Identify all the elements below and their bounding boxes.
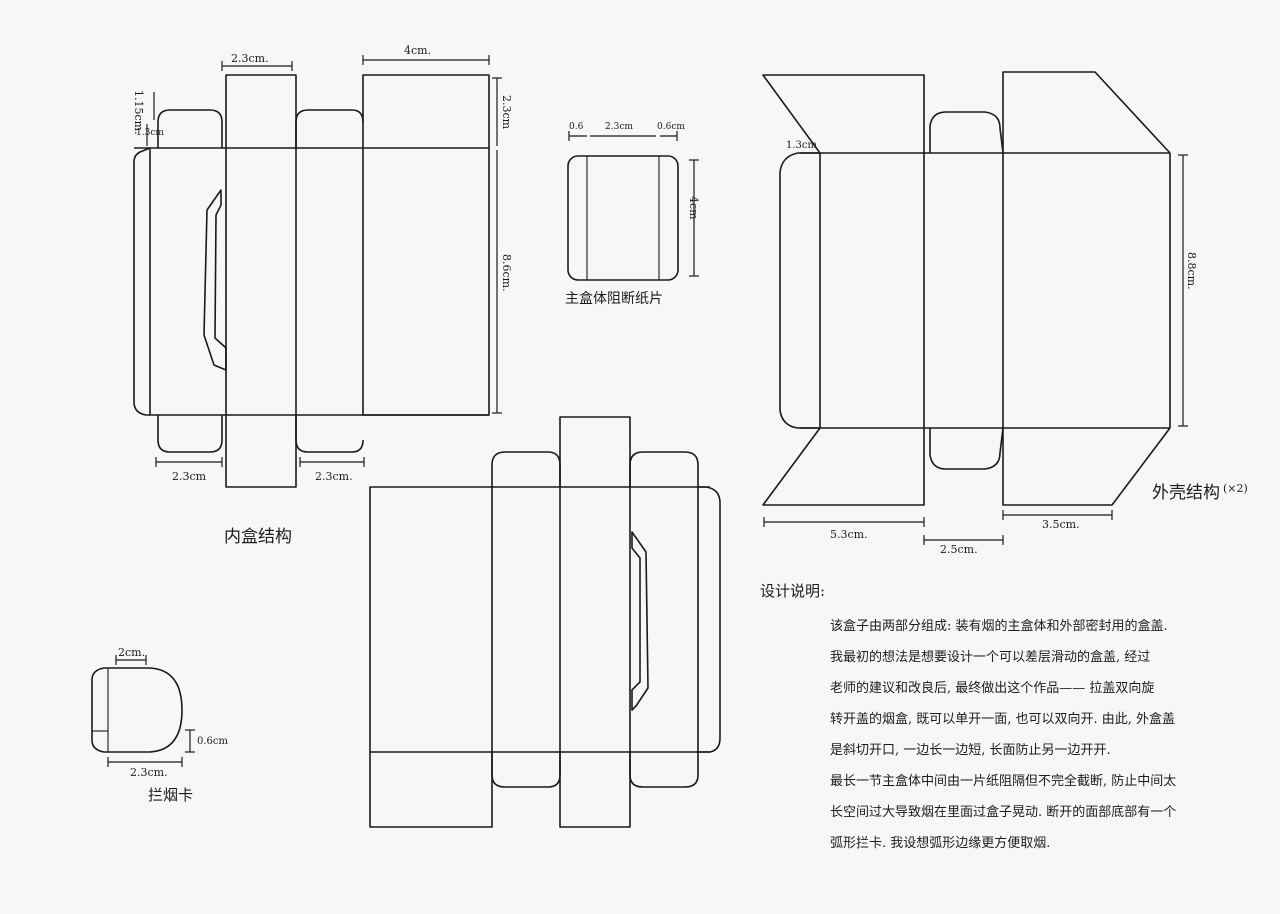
- dim-inner-top-width: 2.3cm.: [231, 52, 269, 65]
- dim-outer-corner: 1.3cm: [786, 140, 817, 151]
- dim-stopper-bottom: 2.3cm.: [130, 766, 168, 779]
- outer-shell-title: 外壳结构: [1152, 483, 1220, 503]
- lower-center-strip: [559, 416, 631, 828]
- notes-body: 该盒子由两部分组成: 装有烟的主盒体和外部密封用的盒盖. 我最初的想法是想要设计一…: [760, 611, 1260, 859]
- notes-line: 弧形拦卡. 我设想弧形边缘更方便取烟.: [830, 836, 1051, 851]
- divider-card: [567, 131, 699, 281]
- dim-divider-left: 0.6: [569, 122, 584, 132]
- dim-inner-main-height: 8.6cm.: [500, 254, 513, 292]
- dim-inner-top-height: 2.3cm: [500, 95, 513, 130]
- outer-shell-dieline: [762, 71, 1188, 545]
- divider-title: 主盒体阻断纸片: [565, 291, 663, 307]
- dim-inner-main-width: 4cm.: [404, 44, 432, 57]
- notes-heading: 设计说明:: [760, 582, 826, 600]
- outer-shell-count: (×2): [1223, 482, 1248, 495]
- dim-inner-left-bottom: 2.3cm: [172, 470, 207, 483]
- lower-main-panel: [369, 486, 493, 828]
- dim-outer-left-width: 5.3cm.: [830, 528, 868, 541]
- stopper-title: 拦烟卡: [148, 786, 194, 804]
- inner-box-dieline: [133, 55, 502, 488]
- design-notes: 设计说明: 该盒子由两部分组成: 装有烟的主盒体和外部密封用的盒盖. 我最初的想法…: [760, 580, 1260, 859]
- inner-center-strip: [225, 74, 297, 488]
- lower-box-dieline: [369, 416, 721, 828]
- dim-stopper-top: 2cm.: [118, 646, 146, 659]
- inner-main-panel: [362, 74, 490, 416]
- lower-curved-card: [631, 531, 649, 711]
- notes-line: 我最初的想法是想要设计一个可以差层滑动的盒盖, 经过: [830, 650, 1151, 665]
- dim-inner-small: 1.3cm: [136, 128, 164, 138]
- dim-divider-mid: 2.3cm: [605, 122, 633, 132]
- dim-outer-right-width: 3.5cm.: [1042, 518, 1080, 531]
- notes-line: 该盒子由两部分组成: 装有烟的主盒体和外部密封用的盒盖.: [830, 619, 1168, 634]
- dim-outer-mid-width: 2.5cm.: [940, 543, 978, 556]
- dim-stopper-side: 0.6cm: [197, 736, 228, 747]
- notes-line: 最长一节主盒体中间由一片纸阻隔但不完全截断, 防止中间太: [830, 774, 1177, 789]
- notes-line: 是斜切开口, 一边长一边短, 长面防止另一边开开.: [830, 743, 1111, 758]
- inner-curved-card: [203, 189, 227, 371]
- dim-outer-height: 8.8cm.: [1185, 252, 1198, 290]
- inner-box-title: 内盒结构: [224, 527, 292, 547]
- notes-line: 转开盖的烟盒, 既可以单开一面, 也可以双向开. 由此, 外盒盖: [830, 712, 1176, 727]
- dim-divider-height: 4cm: [687, 196, 700, 220]
- stopper-card: [91, 655, 195, 767]
- notes-line: 老师的建议和改良后, 最终做出这个作品—— 拉盖双向旋: [830, 681, 1155, 696]
- dim-divider-right: 0.6cm: [657, 122, 685, 132]
- notes-line: 长空间过大导致烟在里面过盒子晃动. 断开的面部底部有一个: [830, 805, 1177, 820]
- dim-inner-right-bottom: 2.3cm.: [315, 470, 353, 483]
